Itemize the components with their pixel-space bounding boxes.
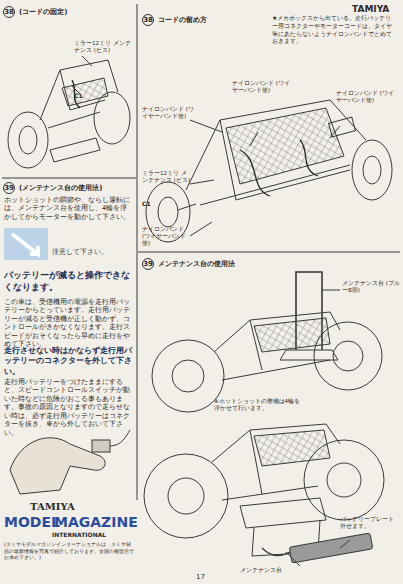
part-label: バッテリープレート 外せます。 — [340, 516, 400, 530]
part-label: ナイロンバンド (ワイヤーバンド使) — [142, 226, 192, 247]
part-label: ミラー12ミリ メンテナンス (ビス) — [74, 40, 134, 54]
step-heading: (コードの固定) — [19, 8, 67, 16]
instruction-text: ホットショットの調節や、ならし運転には、メンテナンス台を使用し、4輪を浮かしてか… — [4, 196, 134, 221]
step-number: 39メンテナンス台の使用法 — [142, 258, 154, 270]
callout-number: 38 — [4, 7, 14, 17]
warning-text: 走行用バッテリーをつけたままにすると、スピードコントロールスイッチが動いた時など… — [4, 378, 134, 437]
part-code: C1 — [142, 200, 151, 208]
brand-mark: TAMIYA — [30, 500, 75, 513]
step-heading: メンテナンス台の使用法 — [158, 260, 235, 268]
note-text: ★メカボックスから出ている、走行バッテリー用コネクターやモーターコードは、タイヤ… — [272, 14, 396, 45]
magazine-note: (タミヤモデルマガジンインターナショナルは、タミヤ製品の最新情報を写真で紹介して… — [4, 541, 134, 561]
step-heading: コードの留め方 — [158, 16, 207, 24]
caution-text: 注意して下さい。 — [52, 248, 108, 256]
magazine-logo: MODEL — [4, 513, 60, 531]
part-label: メンテナンス台 (ブルーB部) — [342, 280, 400, 294]
step-number: 38コードの留め方 — [142, 14, 154, 26]
page-number: 17 — [196, 573, 205, 582]
warning-text: この車は、受信機用の電源を走行用バッテリーからとっています。走行用バッテリーが減… — [4, 298, 134, 349]
part-label: ミラー12ミリ メンテナンス (ビス) — [142, 170, 192, 184]
warning-heading: バッテリーが減ると操作できなくなります。 — [4, 270, 134, 293]
part-code: C1 — [74, 92, 83, 100]
part-label: ナイロンバンド (ワイヤーバンド使) — [336, 90, 396, 104]
step-heading: (メンテナンス台の使用法) — [19, 184, 102, 192]
callout-number: 38 — [143, 15, 153, 25]
callout-number: 39 — [143, 259, 153, 269]
step-number: 38(コードの固定) — [3, 6, 15, 18]
step-number: 39(メンテナンス台の使用法) — [3, 182, 15, 194]
part-label: ナイロンバンド (ワイヤーバンド使) — [232, 80, 292, 94]
part-label: ナイロンバンド (ワイヤーバンド使) — [142, 106, 194, 120]
warning-heading: 走行させない時はかならず走行用バッテリーのコネクターを外して下さい。 — [4, 346, 134, 377]
note-text: ※ホットショットの整備は4輪を浮かせて行います。 — [214, 398, 304, 412]
part-label: メンテナンス台 — [240, 566, 282, 574]
magazine-logo: INTERNATIONAL — [52, 531, 106, 539]
brand-mark: TAMIYA — [352, 4, 389, 16]
magazine-logo: MAGAZINE — [54, 513, 138, 531]
callout-number: 39 — [4, 183, 14, 193]
